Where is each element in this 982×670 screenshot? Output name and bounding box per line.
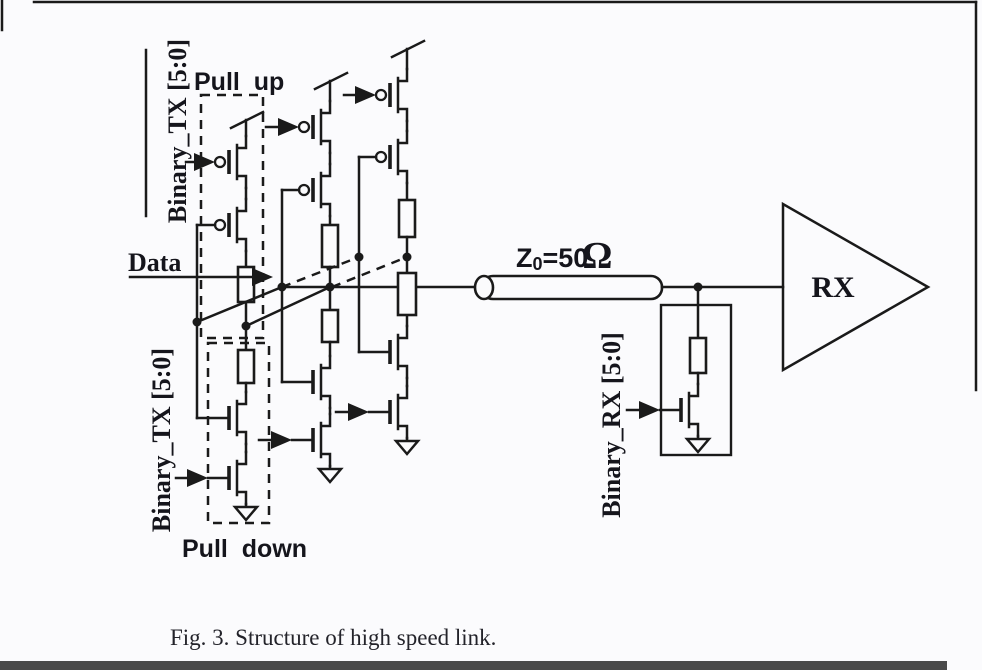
nmos-transistor-icon xyxy=(679,382,700,438)
pull-down-label: Pull down xyxy=(182,535,307,563)
input-arrow-icon xyxy=(194,153,215,171)
termination-network xyxy=(625,285,733,457)
rx-amplifier: RX xyxy=(781,201,931,373)
pulldown-slice-3 xyxy=(334,313,421,456)
ground-icon xyxy=(316,467,344,484)
pmos-transistor-icon xyxy=(297,162,332,218)
input-arrow-icon xyxy=(355,86,376,104)
input-arrow-icon xyxy=(278,118,299,136)
resistor-icon xyxy=(320,308,340,344)
pmos-transistor-icon xyxy=(213,197,248,253)
resistor-icon xyxy=(688,336,708,375)
transmission-line-end xyxy=(473,274,495,301)
input-arrow-icon xyxy=(639,401,660,419)
diagonal-wire-dashed xyxy=(331,255,408,289)
pmos-transistor-icon xyxy=(297,99,332,155)
diagonal-wire xyxy=(195,285,284,324)
omega-symbol: Ω xyxy=(582,235,612,277)
nmos-transistor-icon xyxy=(311,354,332,410)
figure-caption: Fig. 3. Structure of high speed link. xyxy=(170,625,496,650)
pullup-slice-3 xyxy=(342,39,426,275)
resistor-icon xyxy=(396,271,418,317)
pmos-transistor-icon xyxy=(374,129,409,185)
pulldown-box xyxy=(206,341,271,525)
z0-label: Z0=50 xyxy=(516,243,588,274)
resistor-icon xyxy=(236,265,256,304)
pmos-transistor-icon xyxy=(213,134,248,190)
pullup-slice-2 xyxy=(264,71,349,269)
resistor-icon xyxy=(236,348,256,385)
pulldown-slice-1 xyxy=(174,300,260,522)
ground-icon xyxy=(393,439,421,456)
data-label: Data xyxy=(128,248,181,277)
pmos-transistor-icon xyxy=(374,67,409,123)
nmos-transistor-icon xyxy=(388,384,409,440)
resistor-icon xyxy=(320,223,340,269)
binary-tx-top-label: Binary_TX [5:0] xyxy=(163,39,192,223)
nmos-transistor-icon xyxy=(311,412,332,468)
ground-icon xyxy=(684,437,712,454)
binary-tx-bottom-label: Binary_TX [5:0] xyxy=(147,348,176,532)
rx-triangle xyxy=(781,201,931,373)
pulldown-slice-2 xyxy=(257,265,344,484)
input-arrow-icon xyxy=(187,469,208,487)
bottom-bar xyxy=(0,661,947,670)
nmos-transistor-icon xyxy=(227,390,248,446)
input-arrow-icon xyxy=(348,403,369,421)
transmission-line xyxy=(473,274,785,301)
resistor-icon xyxy=(397,198,417,239)
diagonal-wire-dashed xyxy=(281,255,360,289)
diagonal-wire xyxy=(244,285,332,328)
nmos-transistor-icon xyxy=(388,324,409,380)
transmission-line-body xyxy=(480,274,664,301)
termination-box xyxy=(659,303,733,457)
junction-dots xyxy=(192,252,703,331)
rx-label: RX xyxy=(811,271,855,304)
binary-rx-label: Binary_RX [5:0] xyxy=(597,332,626,518)
ground-icon xyxy=(232,505,260,522)
pullup-box xyxy=(199,93,265,340)
pull-up-label: Pull up xyxy=(194,68,284,96)
nmos-transistor-icon xyxy=(227,450,248,506)
input-arrow-icon xyxy=(271,431,292,449)
